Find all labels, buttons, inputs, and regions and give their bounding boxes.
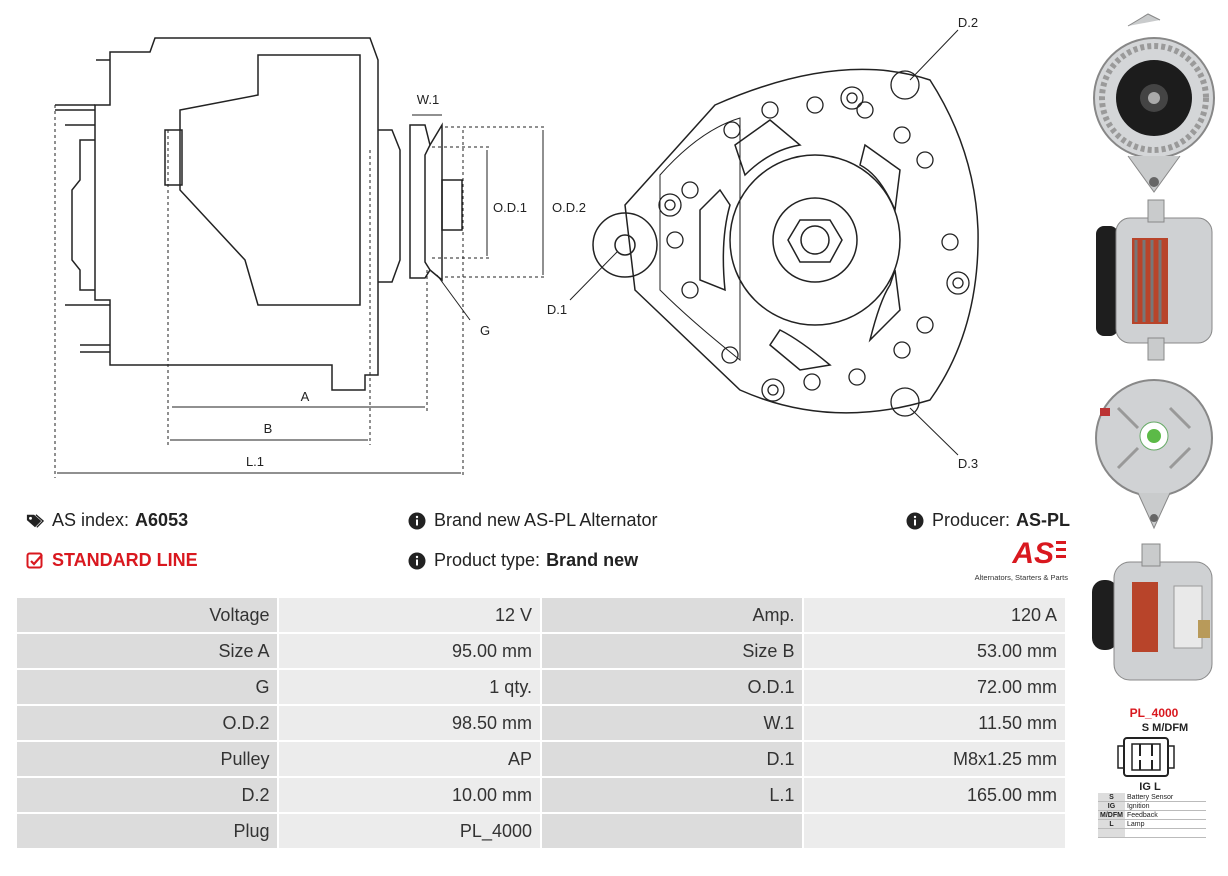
spec-value: 98.50 mm [279, 706, 540, 740]
label-d2: D.2 [958, 15, 978, 30]
label-l1: L.1 [246, 454, 264, 469]
spec-value: 10.00 mm [279, 778, 540, 812]
spec-key [542, 814, 803, 848]
as-pl-logo: AS Alternators, Starters & Parts [966, 538, 1068, 584]
spec-key: O.D.1 [542, 670, 803, 704]
info-icon [906, 512, 924, 529]
logo-mark: AS [1012, 537, 1054, 570]
standard-line: STANDARD LINE [26, 550, 198, 571]
table-row: Pulley AP D.1 M8x1.25 mm [17, 742, 1065, 776]
table-row: O.D.2 98.50 mm W.1 11.50 mm [17, 706, 1065, 740]
technical-drawing: W.1 O.D.1 O.D.2 G A B L.1 D.1 D.2 D.3 [54, 15, 979, 478]
spec-key: D.2 [17, 778, 278, 812]
spec-value [804, 814, 1065, 848]
label-od2: O.D.2 [552, 200, 586, 215]
spec-value: 120 A [804, 598, 1065, 632]
description-text: Brand new AS-PL Alternator [434, 510, 658, 530]
plug-title: PL_4000 [1129, 706, 1179, 720]
producer: Producer:AS-PL [906, 510, 1070, 531]
product-photo-front [1093, 13, 1215, 193]
pin-desc: Feedback [1124, 810, 1206, 820]
info-icon [408, 552, 426, 569]
spec-key: O.D.2 [17, 706, 278, 740]
producer-label: Producer: [932, 510, 1011, 530]
label-b: B [264, 421, 273, 436]
table-row: Voltage 12 V Amp. 120 A [17, 598, 1065, 632]
product-photo-angle [1092, 543, 1213, 681]
pin-code: M/DFM [1098, 810, 1125, 820]
spec-key: Amp. [542, 598, 803, 632]
spec-key: Size B [542, 634, 803, 668]
spec-key: Size A [17, 634, 278, 668]
as-index: AS index:A6053 [26, 510, 188, 531]
spec-key: Voltage [17, 598, 278, 632]
spec-key: D.1 [542, 742, 803, 776]
tags-icon [26, 513, 44, 528]
table-row: G 1 qty. O.D.1 72.00 mm [17, 670, 1065, 704]
check-square-icon [26, 552, 43, 568]
spec-value: 1 qty. [279, 670, 540, 704]
spec-key: Pulley [17, 742, 278, 776]
producer-value: AS-PL [1016, 510, 1071, 530]
spec-value: 12 V [279, 598, 540, 632]
specs-table: Voltage 12 V Amp. 120 A Size A 95.00 mm … [15, 596, 1067, 850]
spec-value: M8x1.25 mm [804, 742, 1065, 776]
spec-value: 72.00 mm [804, 670, 1065, 704]
product-type-label: Product type: [434, 550, 541, 570]
pin-code: L [1098, 819, 1125, 829]
label-w1: W.1 [417, 92, 439, 107]
pin-desc: Lamp [1124, 819, 1206, 829]
spec-value: 11.50 mm [804, 706, 1065, 740]
spec-value: 165.00 mm [804, 778, 1065, 812]
as-index-label: AS index: [52, 510, 130, 530]
info-icon [408, 512, 426, 529]
table-row: Plug PL_4000 [17, 814, 1065, 848]
spec-value: 53.00 mm [804, 634, 1065, 668]
product-photo-rear [1095, 379, 1213, 530]
product-type: Product type:Brand new [408, 550, 638, 571]
spec-key: W.1 [542, 706, 803, 740]
spec-key: Plug [17, 814, 278, 848]
label-a: A [301, 389, 310, 404]
spec-key: G [17, 670, 278, 704]
standard-line-label: STANDARD LINE [52, 550, 198, 570]
plug-bottom-pins: IG L [1139, 781, 1161, 793]
plug-top-pins: S M/DFM [1141, 722, 1189, 734]
table-row: Size A 95.00 mm Size B 53.00 mm [17, 634, 1065, 668]
pin-desc: Ignition [1124, 801, 1206, 811]
as-index-value: A6053 [135, 510, 189, 530]
label-d3: D.3 [958, 456, 978, 471]
label-d1: D.1 [547, 302, 567, 317]
spec-value: 95.00 mm [279, 634, 540, 668]
label-g: G [480, 323, 490, 338]
pin-code: S [1098, 793, 1125, 802]
table-row: D.2 10.00 mm L.1 165.00 mm [17, 778, 1065, 812]
spec-key: L.1 [542, 778, 803, 812]
logo-tagline: Alternators, Starters & Parts [974, 573, 1068, 582]
product-photo-side [1096, 199, 1213, 361]
product-type-value: Brand new [546, 550, 639, 570]
pin-code: IG [1098, 801, 1125, 811]
spec-value: PL_4000 [279, 814, 540, 848]
plug-connector-icon [1117, 737, 1175, 777]
spec-value: AP [279, 742, 540, 776]
label-od1: O.D.1 [493, 200, 527, 215]
description: Brand new AS-PL Alternator [408, 510, 657, 531]
pin-desc: Battery Sensor [1124, 793, 1206, 802]
